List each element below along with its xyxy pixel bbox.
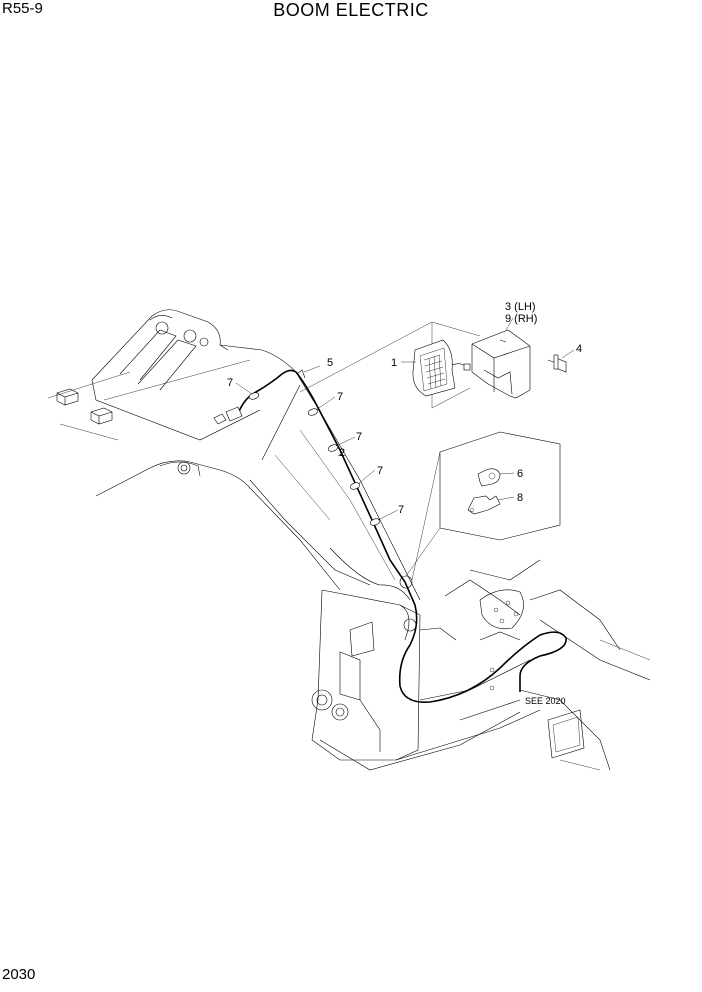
callout-7d: 7 bbox=[377, 465, 383, 477]
callout-9-rh: 9 (RH) bbox=[505, 313, 537, 325]
callout-7e: 7 bbox=[398, 504, 404, 516]
callout-8: 8 bbox=[517, 492, 523, 504]
leader-lines bbox=[235, 317, 575, 521]
callout-1: 1 bbox=[391, 357, 397, 369]
page-title: BOOM ELECTRIC bbox=[273, 0, 429, 20]
see-reference: SEE 2020 bbox=[525, 696, 566, 706]
callout-2: 2 bbox=[339, 447, 345, 459]
callout-3-lh: 3 (LH) bbox=[505, 301, 536, 313]
clamp-detail bbox=[405, 431, 561, 581]
callout-4: 4 bbox=[576, 343, 582, 355]
callout-7b: 7 bbox=[337, 391, 343, 403]
page-number: 2030 bbox=[2, 966, 36, 983]
wiring-harness bbox=[213, 369, 567, 703]
callout-5: 5 bbox=[327, 357, 333, 369]
callout-7a: 7 bbox=[227, 377, 233, 389]
callout-6: 6 bbox=[517, 468, 523, 480]
work-lamp-assembly bbox=[299, 321, 567, 409]
callout-7c: 7 bbox=[356, 431, 362, 443]
model-code: R55-9 bbox=[2, 0, 43, 17]
